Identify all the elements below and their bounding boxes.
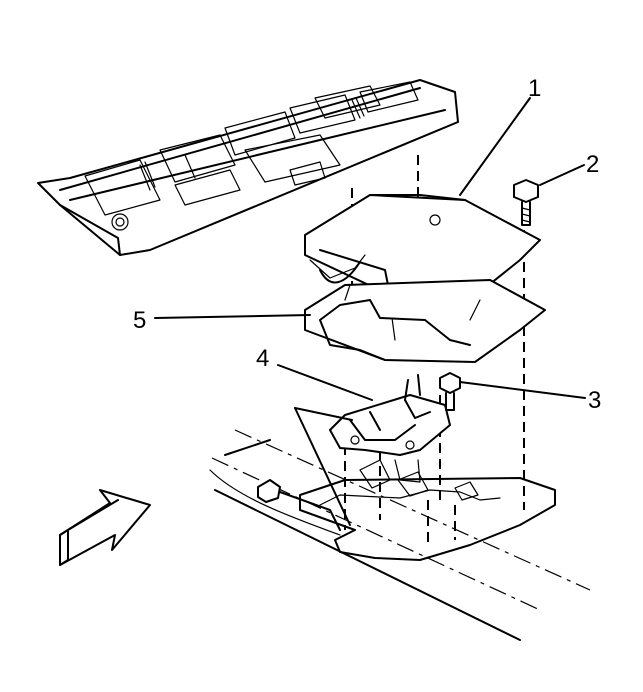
callout-2: 2: [586, 151, 599, 178]
overhead-console: [37, 79, 459, 256]
bolt-2: [513, 179, 539, 226]
module-upper-plate: [304, 194, 541, 301]
module-lower-plate: [304, 279, 546, 363]
leader-lines-4: [277, 364, 373, 526]
direction-arrow: [59, 489, 151, 566]
mounting-surface: [209, 429, 591, 641]
bolt-3: [439, 372, 461, 411]
callout-4: 4: [256, 345, 269, 372]
callout-3: 3: [588, 387, 601, 414]
callout-leaders: [154, 97, 586, 399]
callout-5: 5: [133, 307, 146, 334]
callout-1: 1: [528, 75, 541, 102]
bracket-mechanism: [329, 374, 451, 483]
